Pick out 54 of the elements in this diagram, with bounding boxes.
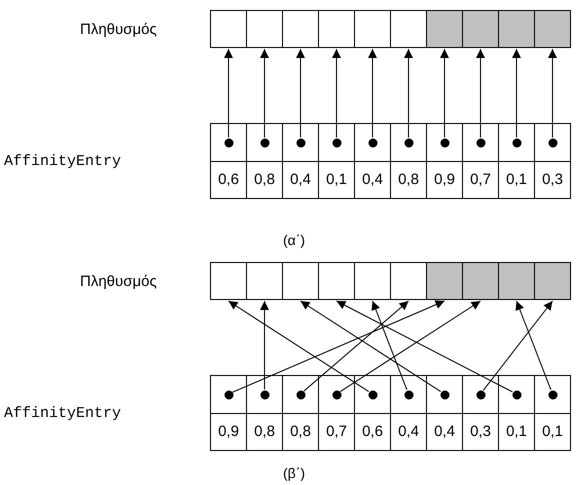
population-cell <box>354 10 391 48</box>
arrow <box>476 48 485 138</box>
arrow <box>300 300 442 392</box>
row-label: AffinityEntry <box>4 152 122 172</box>
caption: (α΄) <box>283 231 306 250</box>
arrow <box>260 300 269 390</box>
population-cell <box>318 10 355 48</box>
population-cell <box>534 10 571 48</box>
arrow <box>440 48 449 138</box>
row-label: Πληθυσμός <box>80 20 157 40</box>
arrow <box>404 48 413 138</box>
population-cell <box>354 262 391 300</box>
arrow <box>482 300 553 391</box>
value-cell: 0,6 <box>210 161 247 199</box>
value-cell: 0,9 <box>210 413 247 451</box>
population-cell <box>498 262 535 300</box>
pointer-cell <box>534 123 571 162</box>
arrow <box>548 48 557 138</box>
pointer-cell <box>210 375 247 414</box>
population-cell <box>390 262 427 300</box>
caption: (β΄) <box>283 464 306 483</box>
arrow <box>224 48 233 138</box>
arrow <box>340 300 481 392</box>
arrow <box>303 300 409 392</box>
row-label: Πληθυσμός <box>80 272 157 292</box>
population-cell <box>426 10 463 48</box>
population-cell <box>282 262 319 300</box>
population-cell <box>498 10 535 48</box>
row-label: AffinityEntry <box>4 404 122 424</box>
population-cell <box>210 262 247 300</box>
arrow <box>368 48 377 138</box>
arrow <box>232 300 445 393</box>
arrow <box>372 300 408 390</box>
arrow <box>336 300 513 392</box>
value-cell: 0,3 <box>534 161 571 199</box>
population-cell <box>462 262 499 300</box>
population-cell <box>318 262 355 300</box>
arrow <box>332 48 341 138</box>
population-cell <box>390 10 427 48</box>
population-cell <box>246 10 283 48</box>
arrow <box>260 48 269 138</box>
pointer-cell <box>210 123 247 162</box>
arrow <box>512 48 521 138</box>
arrow <box>296 48 305 138</box>
arrow <box>516 300 552 390</box>
pointer-cell <box>534 375 571 414</box>
population-cell <box>246 262 283 300</box>
arrow <box>228 300 370 392</box>
population-cell <box>534 262 571 300</box>
value-cell: 0,1 <box>534 413 571 451</box>
population-cell <box>210 10 247 48</box>
population-cell <box>462 10 499 48</box>
population-cell <box>282 10 319 48</box>
population-cell <box>426 262 463 300</box>
